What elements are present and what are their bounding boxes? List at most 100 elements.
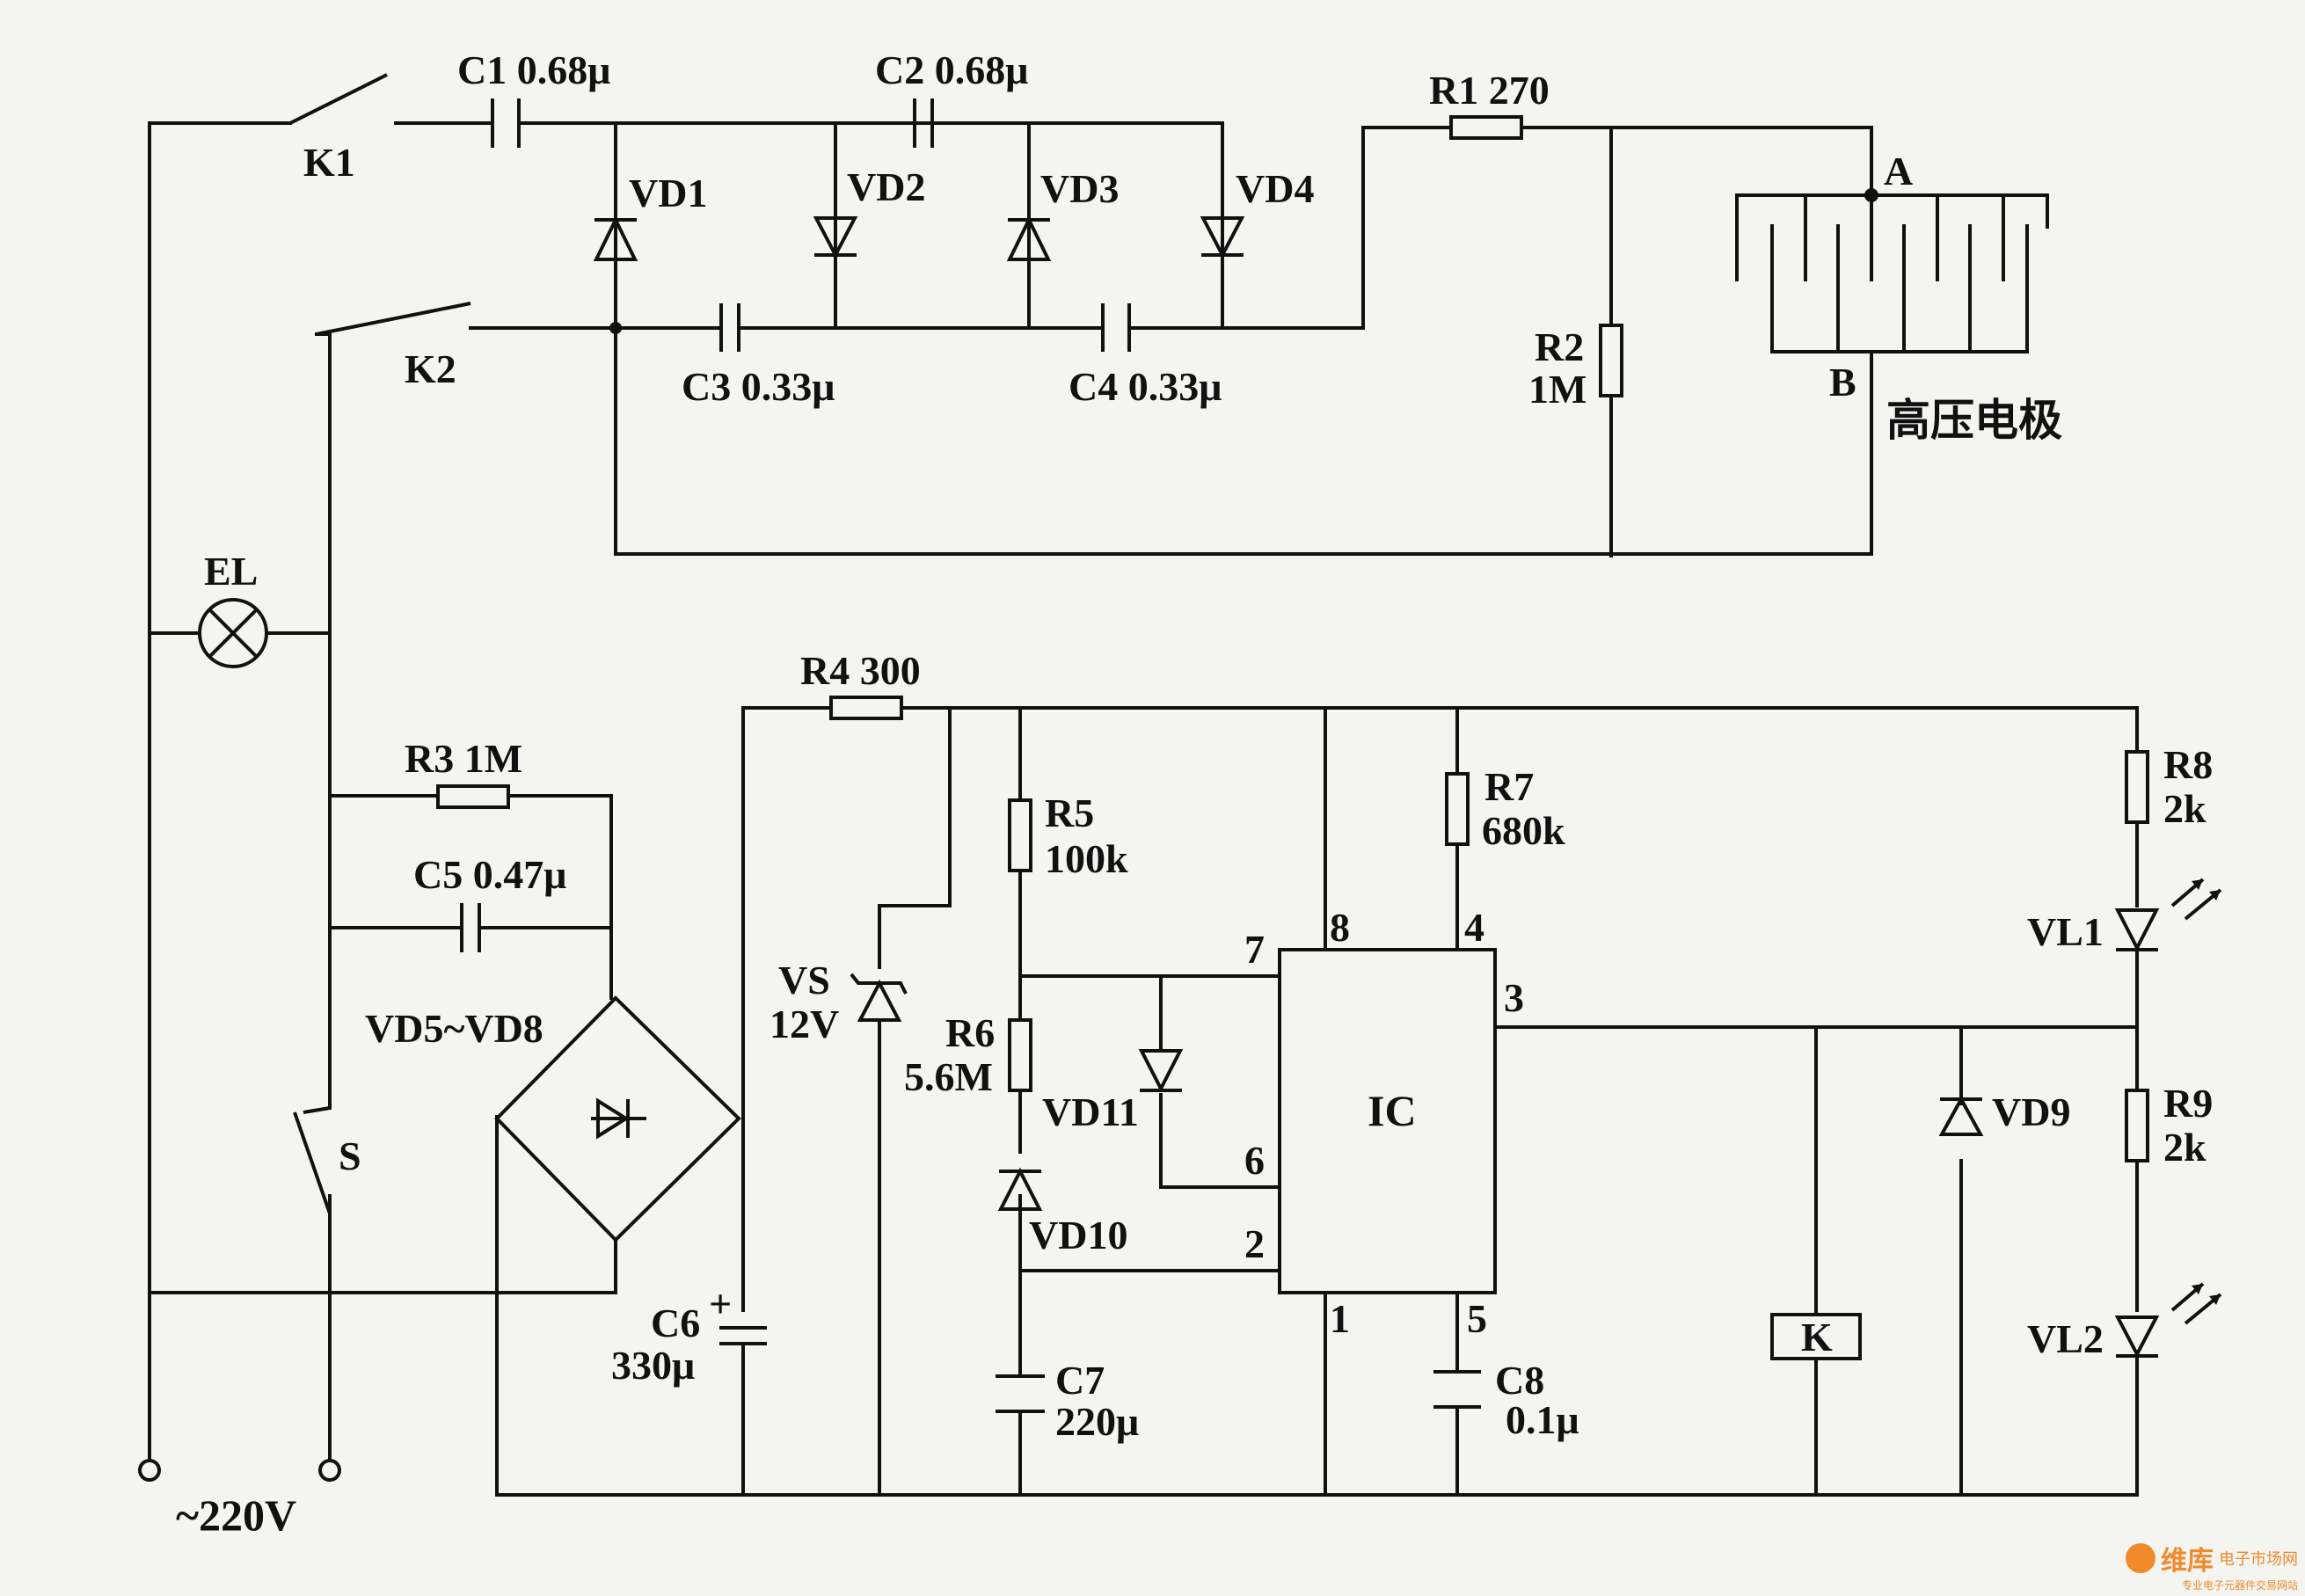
relay-k: [1770, 1313, 1862, 1360]
label-c3: C3 0.33μ: [682, 364, 835, 409]
resistor-r4: [829, 696, 903, 720]
resistor-r8: [2125, 750, 2149, 824]
diode-vd11: [1138, 1049, 1184, 1093]
diode-vd9: [1938, 1095, 1984, 1136]
zener-vs: [850, 973, 908, 1022]
label-s: S: [339, 1133, 361, 1178]
pin-7: 7: [1244, 927, 1265, 972]
resistor-r3: [436, 784, 510, 809]
node-a: A: [1884, 149, 1913, 193]
resistor-r1: [1449, 115, 1523, 140]
label-r4: R4 300: [800, 648, 921, 693]
watermark-tagline: 专业电子元器件交易网站: [2181, 1579, 2298, 1592]
label-vs-value: 12V: [770, 1002, 839, 1046]
switch-k2: [316, 302, 471, 336]
label-k: K: [1801, 1315, 1833, 1359]
label-vd9: VD9: [1992, 1090, 2070, 1134]
label-electrode: 高压电极: [1886, 395, 2062, 446]
capacitor-c3: [719, 303, 740, 352]
capacitor-c8: [1433, 1370, 1481, 1409]
ic-555: [1278, 948, 1497, 1294]
high-voltage-electrode: [1735, 193, 2049, 353]
capacitor-c4: [1101, 303, 1131, 352]
pin-8: 8: [1330, 905, 1350, 950]
resistor-r6: [1008, 1018, 1032, 1092]
label-c7-value: 220μ: [1055, 1399, 1139, 1444]
label-r5-name: R5: [1045, 791, 1094, 835]
pin-5: 5: [1467, 1296, 1487, 1341]
led-vl2: [2114, 1282, 2222, 1359]
label-r9-value: 2k: [2163, 1125, 2207, 1170]
label-r8-value: 2k: [2163, 786, 2207, 831]
label-c6-plus: +: [709, 1281, 732, 1326]
diode-vd4: [1200, 216, 1245, 259]
label-r8-name: R8: [2163, 742, 2213, 787]
label-r7-name: R7: [1484, 764, 1534, 809]
label-vd4: VD4: [1236, 166, 1314, 211]
label-vd2: VD2: [847, 164, 925, 209]
label-c6-value: 330μ: [611, 1343, 695, 1388]
label-vs-name: VS: [778, 958, 830, 1002]
pin-6: 6: [1244, 1138, 1265, 1183]
capacitor-c6: [719, 1326, 767, 1352]
label-c8-name: C8: [1495, 1358, 1544, 1403]
capacitor-c2: [913, 98, 934, 148]
pin-1: 1: [1330, 1296, 1350, 1341]
bridge-rectifier: [494, 995, 741, 1243]
label-ic: IC: [1368, 1086, 1417, 1135]
resistor-r5: [1008, 798, 1032, 872]
diode-vd3: [1006, 215, 1052, 261]
capacitor-c5: [460, 903, 481, 952]
label-c1: C1 0.68μ: [457, 47, 610, 92]
label-vl2: VL2: [2027, 1316, 2104, 1361]
label-r3: R3 1M: [405, 736, 522, 781]
label-vl1: VL1: [2027, 909, 2104, 954]
switch-s: [293, 1106, 332, 1214]
label-k2: K2: [405, 346, 456, 391]
lamp-el: [198, 598, 268, 668]
watermark: 维库 电子市场网 专业电子元器件交易网站: [2126, 1539, 2298, 1592]
capacitor-c7: [996, 1374, 1045, 1413]
pin-2: 2: [1244, 1221, 1265, 1266]
resistor-r7: [1445, 772, 1470, 846]
label-c2: C2 0.68μ: [875, 47, 1028, 92]
wires: [148, 121, 2139, 1497]
watermark-logo-icon: [2126, 1543, 2155, 1573]
label-c5: C5 0.47μ: [413, 852, 566, 897]
switch-k1: [289, 73, 388, 125]
label-r1: R1 270: [1429, 68, 1550, 113]
label-supply: ~220V: [176, 1490, 296, 1540]
diode-vd1: [593, 215, 638, 261]
label-vd1: VD1: [629, 171, 707, 215]
resistor-r2: [1599, 324, 1623, 397]
pin-3: 3: [1504, 975, 1524, 1020]
label-r9-name: R9: [2163, 1081, 2213, 1126]
capacitor-c1: [491, 98, 521, 148]
resistor-r9: [2125, 1089, 2149, 1162]
label-r6-name: R6: [945, 1010, 995, 1055]
label-r2-name: R2: [1535, 324, 1584, 369]
label-r2-value: 1M: [1528, 367, 1587, 412]
label-vd3: VD3: [1040, 166, 1119, 211]
pin-4: 4: [1464, 905, 1484, 950]
watermark-site: 电子市场网: [2219, 1550, 2298, 1569]
label-c8-value: 0.1μ: [1506, 1397, 1579, 1442]
label-k1: K1: [303, 140, 355, 185]
label-c6-name: C6: [651, 1301, 700, 1345]
label-r7-value: 680k: [1482, 808, 1565, 853]
node-b: B: [1829, 360, 1856, 404]
diode-vd10: [997, 1167, 1043, 1211]
led-vl1: [2114, 878, 2222, 952]
label-c4: C4 0.33μ: [1069, 364, 1222, 409]
label-c7-name: C7: [1055, 1358, 1105, 1403]
label-r5-value: 100k: [1045, 836, 1128, 881]
label-bridge: VD5~VD8: [365, 1006, 543, 1051]
supply-terminals: [138, 1459, 341, 1482]
watermark-brand: 维库: [2161, 1546, 2214, 1577]
label-el: EL: [204, 549, 258, 594]
label-r6-value: 5.6M: [904, 1054, 993, 1099]
label-vd11: VD11: [1042, 1090, 1139, 1134]
diode-vd2: [813, 216, 858, 259]
label-vd10: VD10: [1029, 1213, 1127, 1257]
